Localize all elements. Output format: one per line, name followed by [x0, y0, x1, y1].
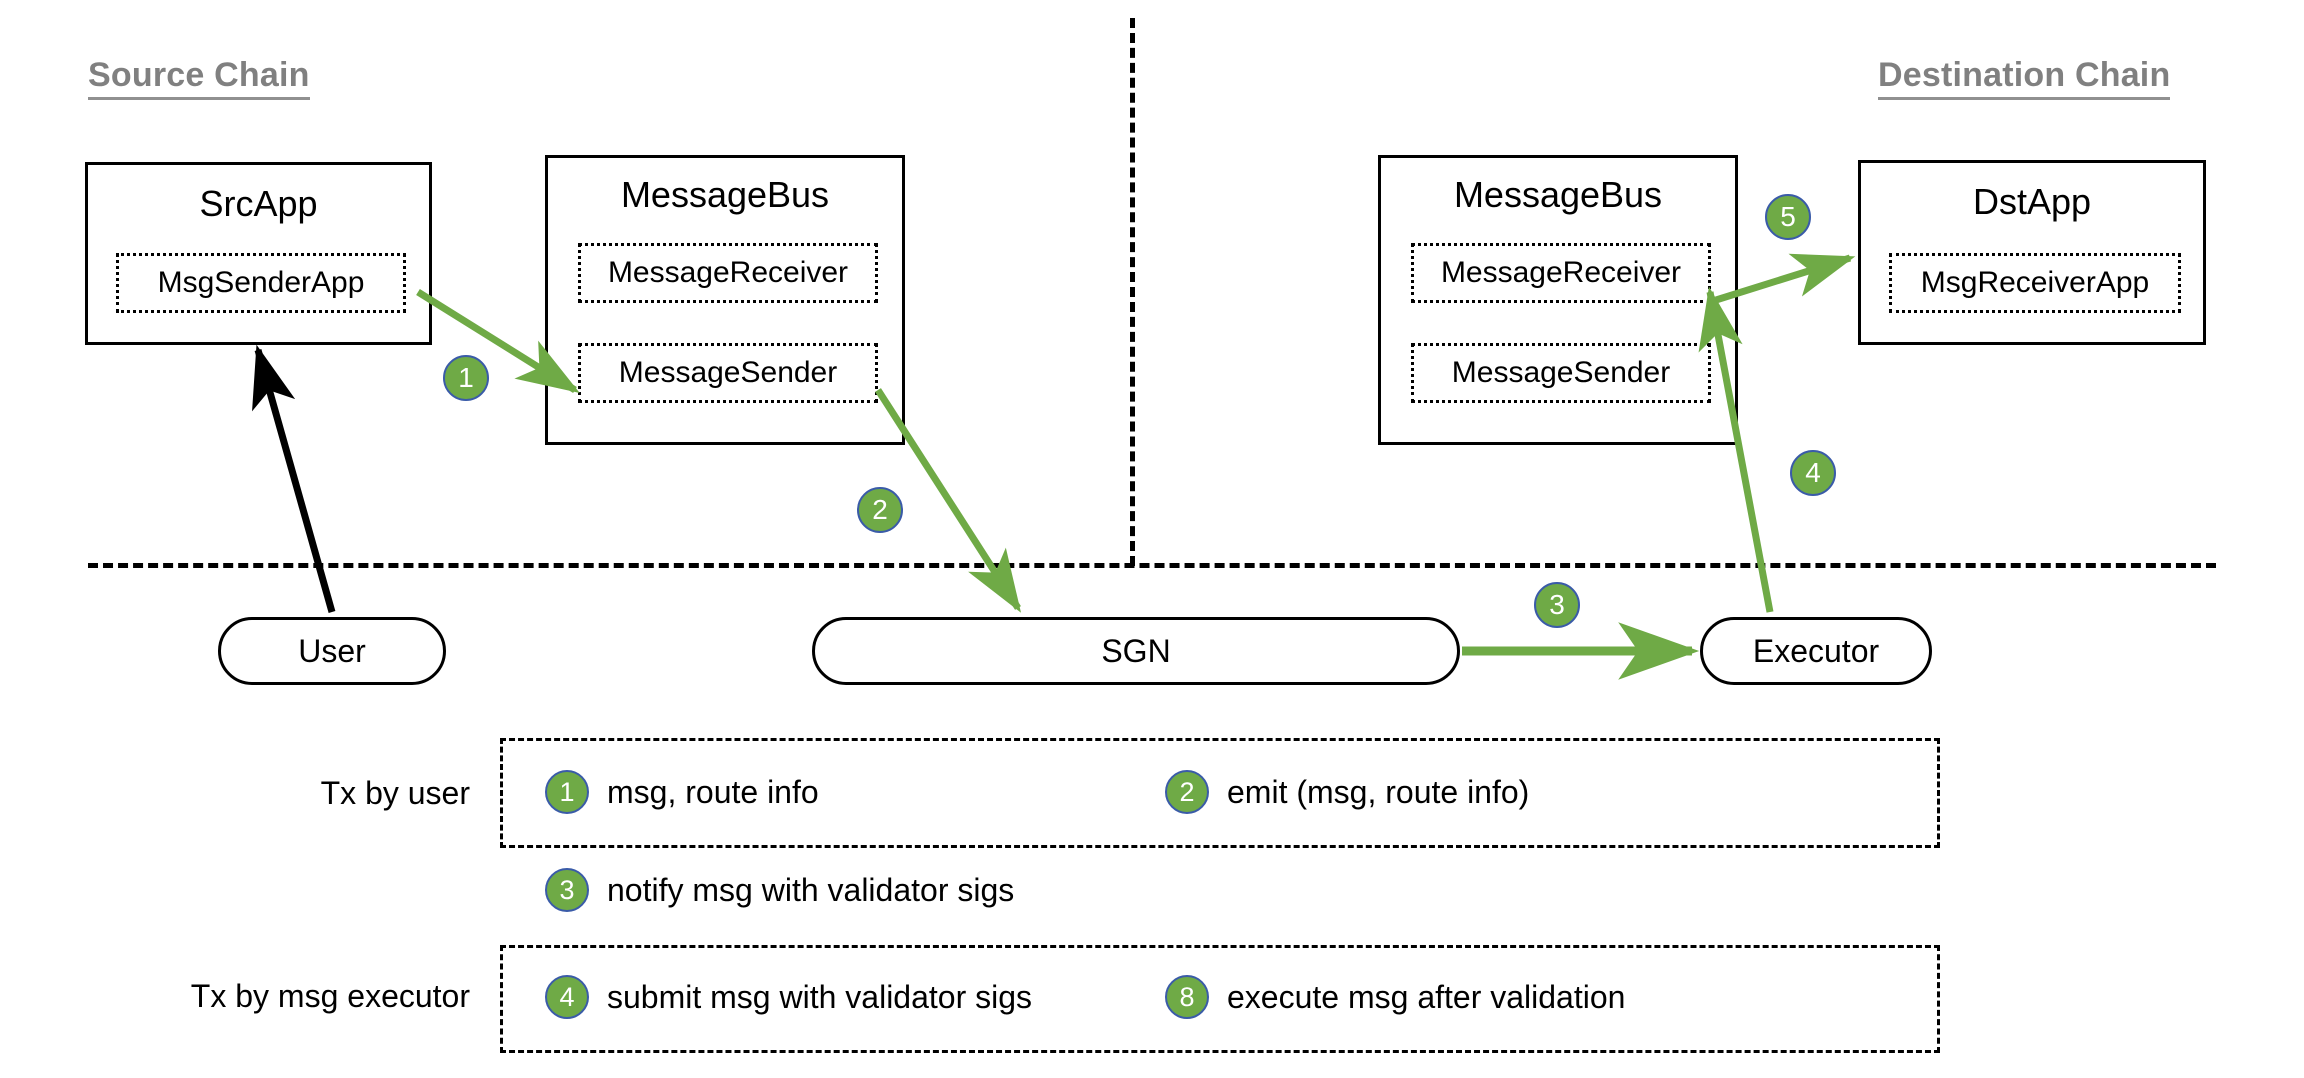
legend-item-4: 4 submit msg with validator sigs	[545, 975, 1032, 1019]
arrow-flow-1	[416, 289, 580, 393]
node-dst-app[interactable]: DstApp MsgReceiverApp	[1858, 160, 2206, 345]
node-src-app-title: SrcApp	[199, 183, 318, 224]
legend-label-tx-by-msg-executor: Tx by msg executor	[190, 978, 470, 1014]
legend-badge-4: 4	[545, 975, 589, 1019]
arrow-flow-4	[1698, 286, 1774, 613]
legend-text-2: emit (msg, route info)	[1227, 773, 1530, 810]
node-sgn[interactable]: SGN	[812, 617, 1460, 685]
node-src-app-msg-sender-app[interactable]: MsgSenderApp	[116, 253, 406, 313]
legend-box-tx-by-user	[500, 738, 1940, 848]
flow-badge-2: 2	[857, 487, 903, 533]
legend-badge-3: 3	[545, 868, 589, 912]
legend-badge-1: 1	[545, 770, 589, 814]
node-user[interactable]: User	[218, 617, 446, 685]
legend-item-1: 1 msg, route info	[545, 770, 819, 814]
node-executor[interactable]: Executor	[1700, 617, 1932, 685]
legend-badge-2: 2	[1165, 770, 1209, 814]
node-src-message-bus-title: MessageBus	[620, 174, 830, 215]
legend-box-tx-by-msg-executor	[500, 945, 1940, 1053]
node-src-app[interactable]: SrcApp MsgSenderApp	[85, 162, 432, 345]
node-dst-app-msg-receiver-app[interactable]: MsgReceiverApp	[1889, 253, 2181, 313]
node-src-message-receiver[interactable]: MessageReceiver	[578, 243, 878, 303]
node-src-message-bus[interactable]: MessageBus MessageReceiver MessageSender	[545, 155, 905, 445]
node-dst-message-bus[interactable]: MessageBus MessageReceiver MessageSender	[1378, 155, 1738, 445]
destination-chain-title: Destination Chain	[1878, 56, 2171, 100]
legend-text-1: msg, route info	[607, 773, 819, 810]
legend-label-tx-by-user: Tx by user	[320, 775, 470, 811]
flow-badge-1: 1	[443, 355, 489, 401]
legend-item-3: 3 notify msg with validator sigs	[545, 868, 1014, 912]
chain-divider-vertical	[1130, 18, 1135, 566]
node-dst-message-sender[interactable]: MessageSender	[1411, 343, 1711, 403]
legend-text-8: execute msg after validation	[1227, 978, 1626, 1015]
arrow-flow-5	[1714, 253, 1856, 304]
legend-text-3: notify msg with validator sigs	[607, 871, 1015, 908]
arrow-flow-2	[875, 388, 1022, 613]
node-dst-app-title: DstApp	[1972, 181, 2092, 222]
legend-item-2: 2 emit (msg, route info)	[1165, 770, 1529, 814]
arrow-user-to-src-app	[252, 344, 336, 613]
flow-badge-3: 3	[1534, 582, 1580, 628]
source-chain-title: Source Chain	[88, 56, 310, 100]
node-dst-message-receiver[interactable]: MessageReceiver	[1411, 243, 1711, 303]
flow-badge-4: 4	[1790, 450, 1836, 496]
legend-item-8: 8 execute msg after validation	[1165, 975, 1625, 1019]
flow-badge-5: 5	[1765, 194, 1811, 240]
legend-badge-8: 8	[1165, 975, 1209, 1019]
node-dst-message-bus-title: MessageBus	[1453, 174, 1663, 215]
onchain-offchain-divider-horizontal	[88, 563, 2216, 568]
legend-text-4: submit msg with validator sigs	[607, 978, 1033, 1015]
